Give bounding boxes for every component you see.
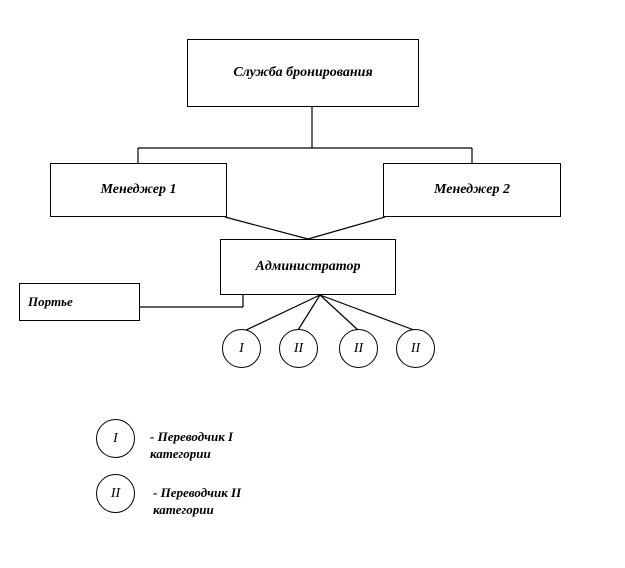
porter-box: Портье <box>19 283 140 321</box>
manager-2-label: Менеджер 2 <box>434 182 510 197</box>
connector-admin-translator-1 <box>241 294 321 333</box>
manager-1-label: Менеджер 1 <box>100 182 177 197</box>
translator-node-2: II <box>279 329 318 368</box>
booking-service-box: Служба бронирования <box>187 39 419 107</box>
legend-category-1-symbol: I <box>96 419 135 458</box>
booking-service-label: Служба бронирования <box>233 65 373 80</box>
legend-category-2-symbol-label: II <box>110 485 121 501</box>
translator-node-2-label: II <box>293 340 304 356</box>
connector-admin-translator-3 <box>319 294 359 331</box>
legend-category-1-text: - Переводчик I категории <box>150 429 234 461</box>
legend-category-1-symbol-label: I <box>113 430 118 446</box>
translator-node-1: I <box>222 329 261 368</box>
connector-admin-translator-4 <box>319 294 415 331</box>
translator-node-1-label: I <box>239 340 244 356</box>
manager-2-box: Менеджер 2 <box>383 163 561 217</box>
connector-admin-translator-2 <box>297 294 321 331</box>
connector-manager-2-admin <box>307 216 386 240</box>
legend-category-2-symbol: II <box>96 474 135 513</box>
connector-manager-1-admin <box>224 216 309 240</box>
translator-node-3-label: II <box>353 340 364 356</box>
legend-category-2-text: - Переводчик II категории <box>153 485 242 517</box>
translator-node-4-label: II <box>410 340 421 356</box>
porter-label: Портье <box>28 294 73 309</box>
administrator-label: Администратор <box>255 259 361 274</box>
translator-node-4: II <box>396 329 435 368</box>
translator-node-3: II <box>339 329 378 368</box>
administrator-box: Администратор <box>220 239 396 295</box>
manager-1-box: Менеджер 1 <box>50 163 227 217</box>
